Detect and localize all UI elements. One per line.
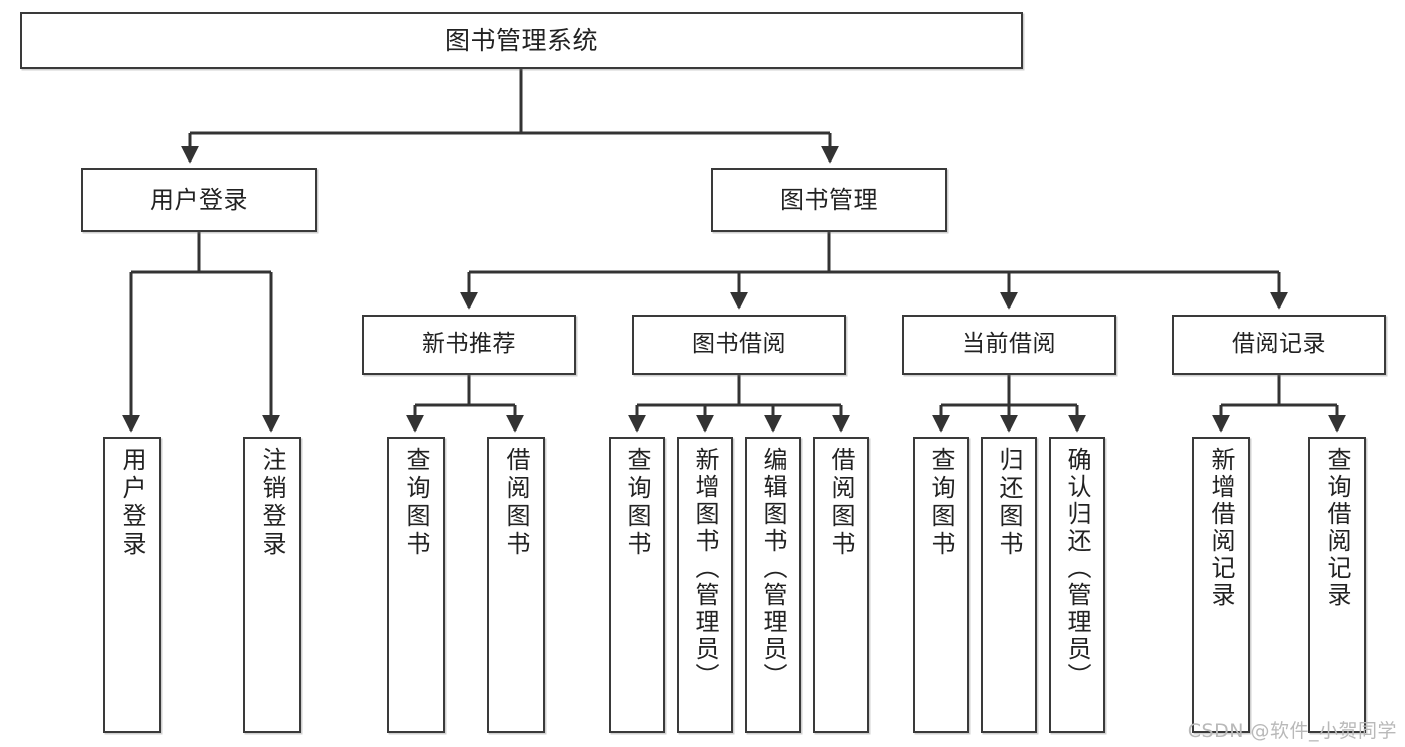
node-leaf-add-book[interactable]: 新增图书（管理员）	[677, 437, 733, 733]
node-label: 用户登录	[150, 185, 248, 214]
node-leaf-borrow-book-1[interactable]: 借阅图书	[487, 437, 545, 733]
node-new-book-recommend[interactable]: 新书推荐	[362, 315, 576, 375]
node-label: 注销登录	[258, 447, 286, 559]
node-label: 新增借阅记录	[1207, 447, 1235, 609]
node-leaf-add-record[interactable]: 新增借阅记录	[1192, 437, 1250, 733]
node-root-system[interactable]: 图书管理系统	[20, 12, 1023, 69]
node-leaf-query-book-2[interactable]: 查询图书	[609, 437, 665, 733]
node-label: 编辑图书（管理员）	[759, 447, 787, 690]
node-leaf-borrow-book-2[interactable]: 借阅图书	[813, 437, 869, 733]
node-label: 借阅图书	[827, 447, 855, 559]
node-leaf-edit-book[interactable]: 编辑图书（管理员）	[745, 437, 801, 733]
node-book-borrow[interactable]: 图书借阅	[632, 315, 846, 375]
node-user-login[interactable]: 用户登录	[81, 168, 317, 232]
node-leaf-user-login[interactable]: 用户登录	[103, 437, 161, 733]
node-label: 图书管理	[780, 185, 878, 214]
node-label: 图书管理系统	[444, 25, 598, 55]
node-current-borrow[interactable]: 当前借阅	[902, 315, 1116, 375]
node-leaf-return-book[interactable]: 归还图书	[981, 437, 1037, 733]
node-label: 借阅图书	[502, 447, 530, 559]
node-label: 新书推荐	[422, 331, 516, 358]
node-label: 归还图书	[995, 447, 1023, 559]
node-label: 当前借阅	[962, 331, 1056, 358]
node-label: 查询图书	[623, 447, 651, 559]
node-label: 查询图书	[927, 447, 955, 559]
node-label: 图书借阅	[692, 331, 786, 358]
node-label: 借阅记录	[1232, 331, 1326, 358]
node-leaf-query-book-3[interactable]: 查询图书	[913, 437, 969, 733]
node-leaf-query-record[interactable]: 查询借阅记录	[1308, 437, 1366, 733]
node-label: 新增图书（管理员）	[691, 447, 719, 690]
node-label: 用户登录	[118, 447, 146, 559]
node-leaf-user-logout[interactable]: 注销登录	[243, 437, 301, 733]
node-borrow-record[interactable]: 借阅记录	[1172, 315, 1386, 375]
node-book-management[interactable]: 图书管理	[711, 168, 947, 232]
node-leaf-query-book-1[interactable]: 查询图书	[387, 437, 445, 733]
node-leaf-confirm-return[interactable]: 确认归还（管理员）	[1049, 437, 1105, 733]
watermark-text: CSDN @软件_小贺同学	[1187, 720, 1397, 742]
node-label: 确认归还（管理员）	[1063, 447, 1091, 690]
node-label: 查询借阅记录	[1323, 447, 1351, 609]
node-label: 查询图书	[402, 447, 430, 559]
